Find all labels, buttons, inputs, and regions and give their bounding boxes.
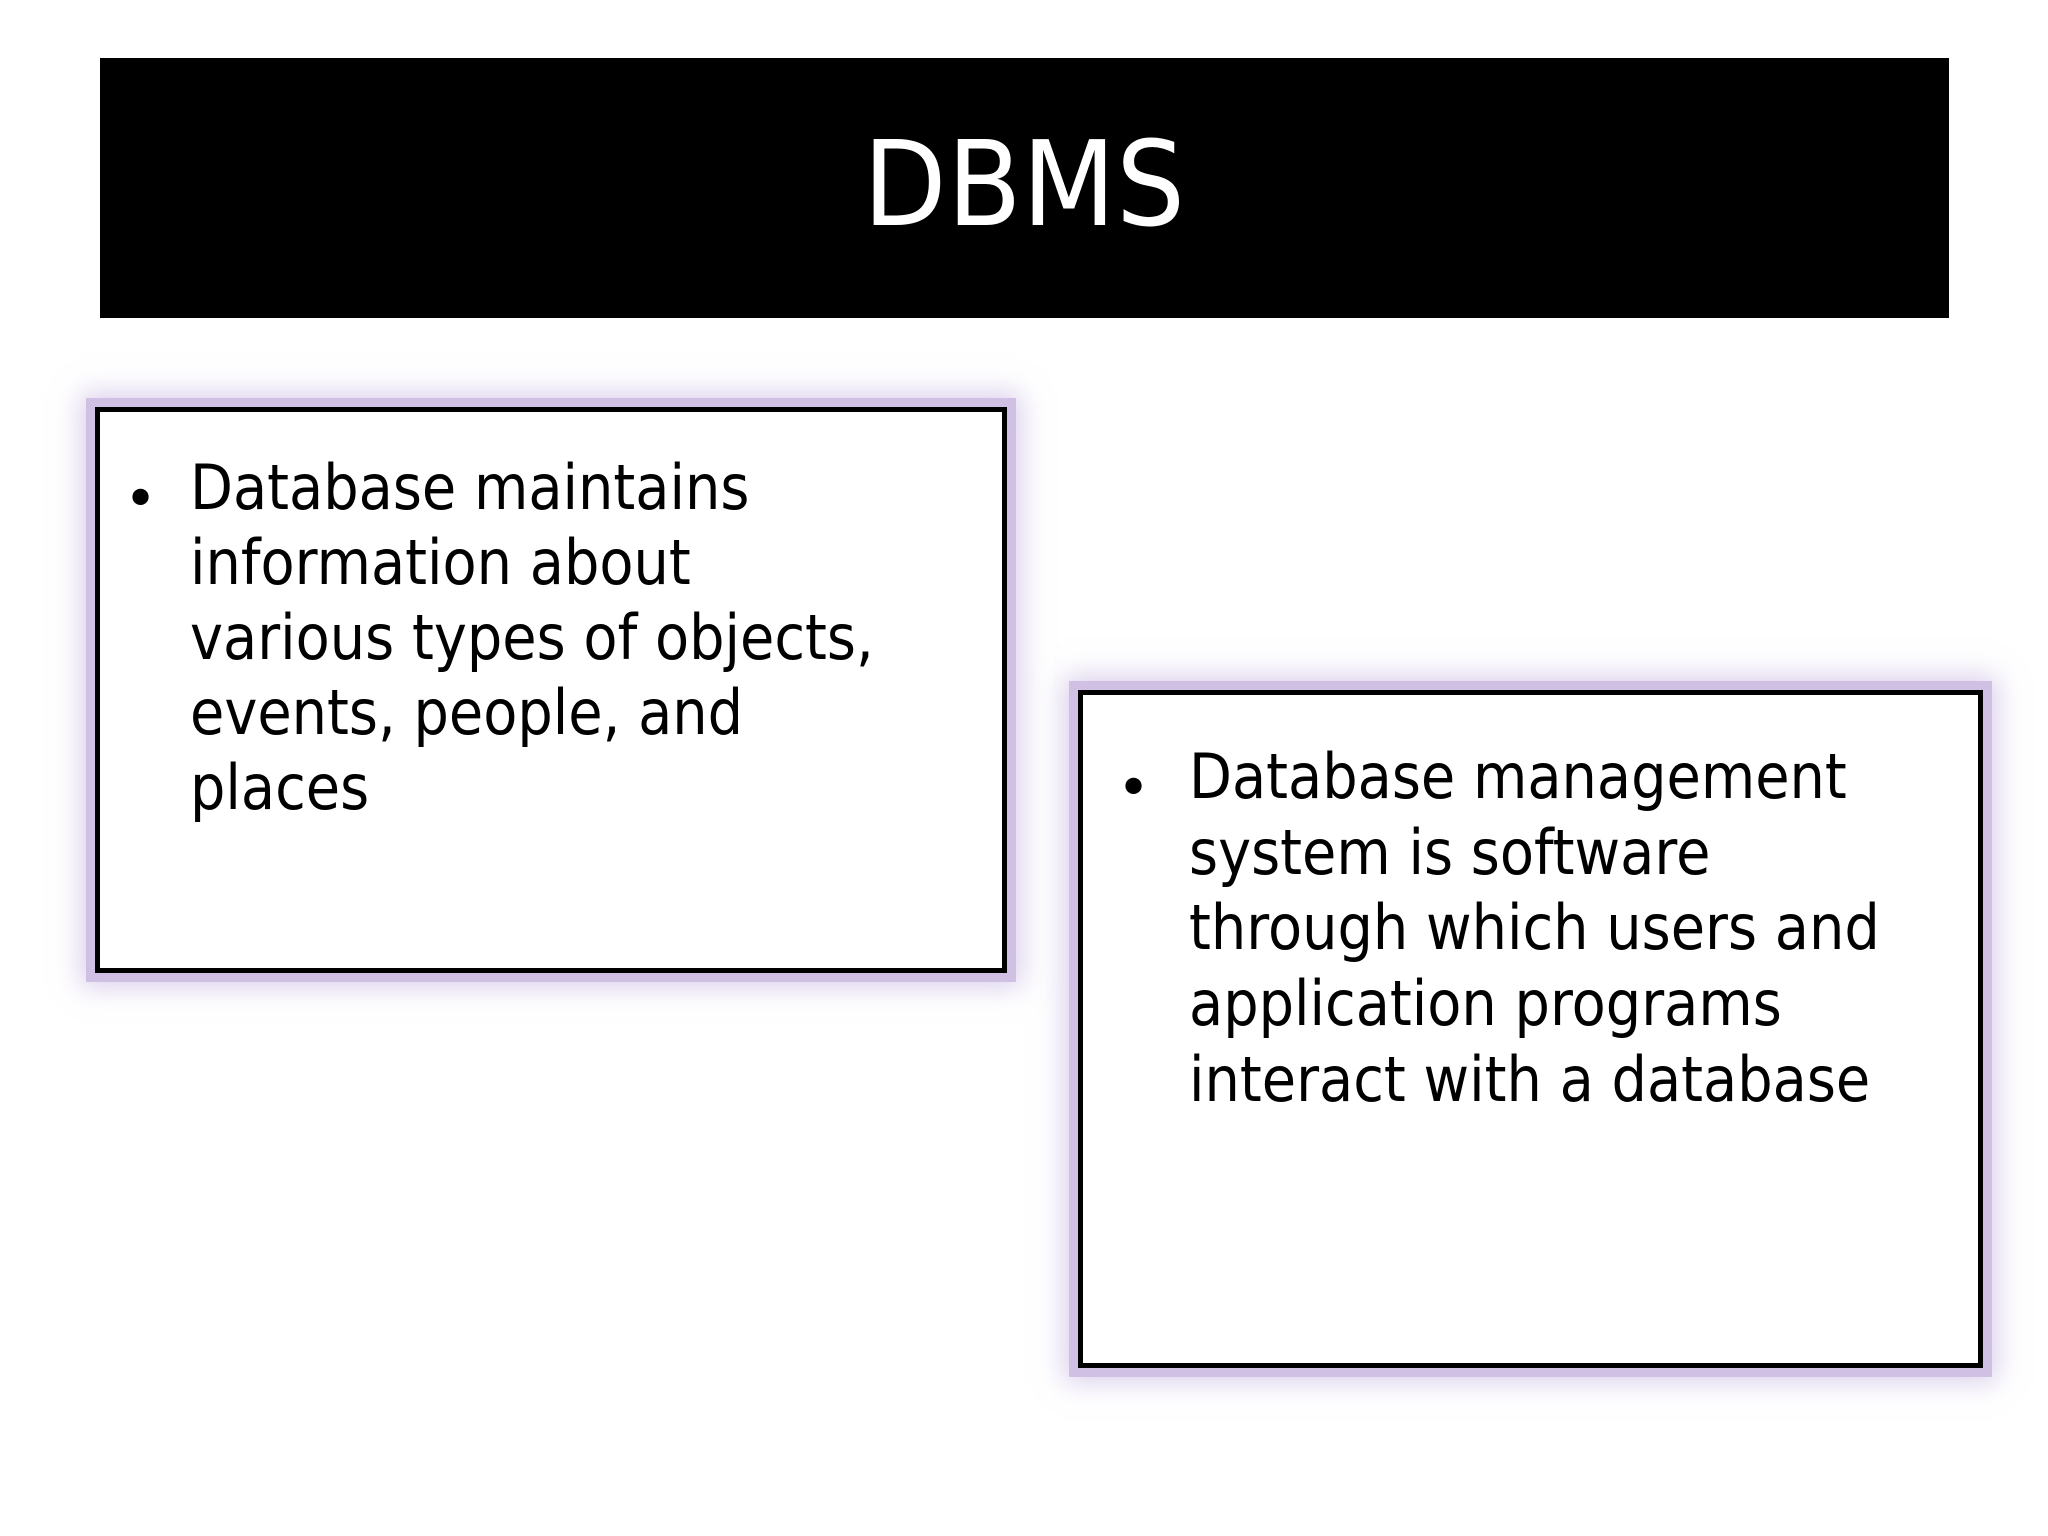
callout-database-text: Database maintains information about var… (190, 451, 874, 825)
bullet-item: • Database maintains information about v… (124, 450, 992, 825)
bullet-item: • Database management system is software… (1117, 739, 1968, 1117)
page-title: DBMS (863, 115, 1186, 253)
slide-title-banner: DBMS (100, 58, 1949, 318)
bullet-point-icon: • (1117, 756, 1151, 821)
callout-dbms-text: Database management system is software t… (1189, 740, 1880, 1116)
callout-box-dbms[interactable]: • Database management system is software… (1078, 690, 1983, 1368)
callout-box-database[interactable]: • Database maintains information about v… (95, 407, 1007, 973)
bullet-point-icon: • (124, 467, 158, 532)
